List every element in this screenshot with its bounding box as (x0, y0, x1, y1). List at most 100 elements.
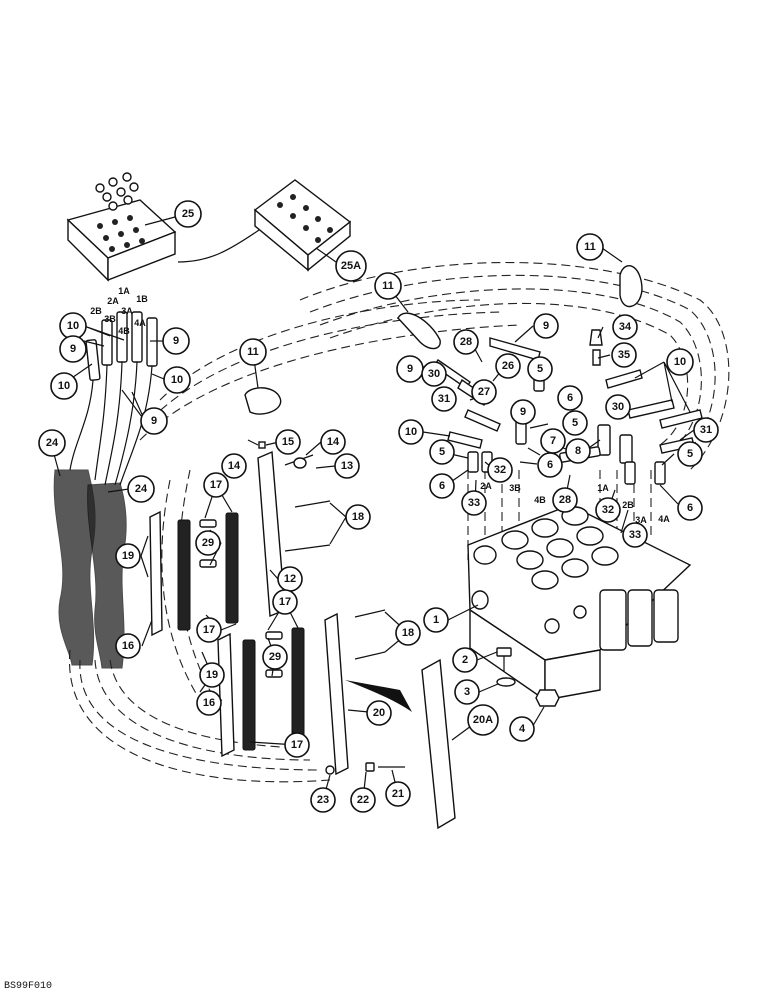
callout-19: 19 (199, 662, 225, 688)
svg-text:13: 13 (341, 460, 353, 472)
port-label: 1B (136, 294, 148, 304)
callout-12: 12 (277, 566, 303, 592)
svg-text:19: 19 (122, 550, 134, 562)
callout-9: 9 (140, 407, 168, 435)
svg-text:10: 10 (171, 374, 183, 386)
svg-text:25: 25 (182, 208, 194, 220)
svg-text:5: 5 (439, 446, 445, 458)
callout-5: 5 (677, 441, 703, 467)
callout-27: 27 (471, 379, 497, 405)
svg-text:35: 35 (618, 349, 630, 361)
callout-9: 9 (396, 355, 424, 383)
hardware-bottom (325, 762, 405, 775)
svg-text:11: 11 (247, 346, 259, 358)
svg-text:9: 9 (173, 335, 179, 347)
svg-text:21: 21 (392, 788, 404, 800)
callout-9: 9 (510, 399, 536, 425)
svg-text:16: 16 (203, 697, 215, 709)
svg-text:24: 24 (135, 483, 148, 495)
svg-text:33: 33 (629, 529, 641, 541)
svg-text:9: 9 (407, 363, 413, 375)
svg-text:27: 27 (478, 386, 490, 398)
callout-1: 1 (423, 607, 449, 633)
svg-text:5: 5 (572, 417, 578, 429)
callout-6: 6 (677, 495, 703, 521)
svg-text:19: 19 (206, 669, 218, 681)
svg-text:10: 10 (67, 320, 79, 332)
callout-5: 5 (562, 410, 588, 436)
svg-text:29: 29 (202, 537, 214, 549)
clamp-assembly-upper (149, 450, 331, 637)
callout-24: 24 (38, 429, 66, 457)
svg-text:9: 9 (520, 406, 526, 418)
callout-28: 28 (552, 487, 578, 513)
svg-text:29: 29 (269, 651, 281, 663)
callout-10: 10 (163, 366, 191, 394)
svg-text:20: 20 (373, 707, 385, 719)
mounting-plate-25a (253, 179, 352, 272)
callout-23: 23 (310, 787, 336, 813)
mounting-plate-25 (66, 172, 177, 282)
callout-25: 25 (174, 200, 202, 228)
callout-14: 14 (221, 453, 247, 479)
svg-text:25A: 25A (341, 260, 361, 272)
port-label: 2B (90, 306, 102, 316)
callouts: 25 25A 11 11 11 10 10 9 9 10 9 9 10 24 2… (38, 200, 719, 813)
callout-8: 8 (565, 438, 591, 464)
port-label: 3B (104, 314, 116, 324)
svg-text:30: 30 (612, 401, 624, 413)
callout-17: 17 (203, 472, 229, 498)
svg-text:31: 31 (438, 393, 450, 405)
callout-28: 28 (453, 329, 479, 355)
svg-text:3: 3 (464, 686, 470, 698)
svg-text:26: 26 (502, 360, 514, 372)
callout-10: 10 (59, 312, 87, 340)
svg-text:5: 5 (537, 363, 543, 375)
protective-sleeve-24 (53, 469, 127, 669)
svg-text:2: 2 (462, 654, 468, 666)
svg-text:32: 32 (494, 464, 506, 476)
svg-text:34: 34 (619, 321, 632, 333)
svg-text:24: 24 (46, 437, 59, 449)
port-label: 3B (509, 483, 521, 493)
svg-text:5: 5 (687, 448, 693, 460)
hose-fittings-left (69, 311, 158, 486)
svg-text:6: 6 (547, 459, 553, 471)
svg-text:10: 10 (674, 356, 686, 368)
port-label: 4A (134, 318, 146, 328)
svg-text:11: 11 (584, 241, 596, 253)
svg-text:20A: 20A (473, 714, 493, 726)
svg-text:1: 1 (433, 614, 439, 626)
port-label: 2A (107, 296, 119, 306)
callout-6: 6 (537, 452, 563, 478)
callout-17: 17 (284, 732, 310, 758)
callout-32: 32 (487, 457, 513, 483)
callout-6: 6 (429, 473, 455, 499)
port-label: 2B (622, 500, 634, 510)
callout-17: 17 (196, 617, 222, 643)
callout-11-right: 11 (576, 233, 604, 261)
svg-text:22: 22 (357, 794, 369, 806)
callout-24: 24 (127, 475, 155, 503)
svg-text:17: 17 (279, 596, 291, 608)
callout-29: 29 (262, 644, 288, 670)
svg-text:9: 9 (70, 343, 76, 355)
callout-31: 31 (431, 386, 457, 412)
svg-text:6: 6 (567, 392, 573, 404)
callout-16: 16 (115, 633, 141, 659)
port-label: 1A (118, 286, 130, 296)
valve-hardware-2-3-4 (496, 647, 560, 707)
callout-26: 26 (495, 353, 521, 379)
callout-14: 14 (320, 429, 346, 455)
svg-text:10: 10 (58, 380, 70, 392)
hose-clamps-11 (244, 265, 643, 415)
control-valve (467, 504, 692, 702)
callout-20: 20 (366, 700, 392, 726)
svg-text:17: 17 (210, 479, 222, 491)
svg-text:17: 17 (203, 624, 215, 636)
callout-31: 31 (693, 417, 719, 443)
svg-text:9: 9 (151, 415, 157, 427)
svg-text:23: 23 (317, 794, 329, 806)
clamp-assembly-lower (217, 609, 386, 776)
cover-20a (345, 658, 456, 830)
